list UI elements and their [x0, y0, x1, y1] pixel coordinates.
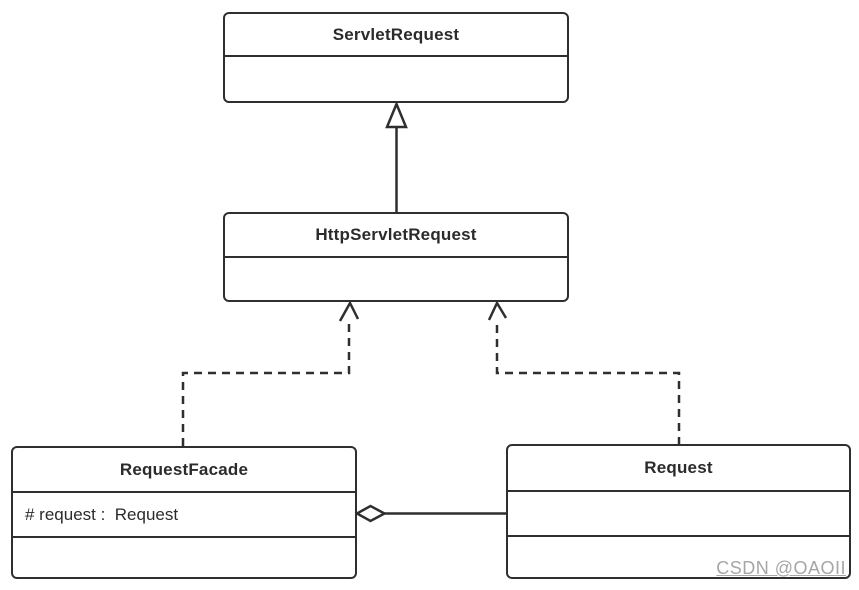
- class-name: RequestFacade: [13, 448, 355, 493]
- open-arrowhead-icon: [487, 300, 508, 321]
- watermark: CSDN @OAOII: [716, 558, 846, 578]
- class-box-servletrequest: ServletRequest: [223, 12, 569, 103]
- realization-arrow-requestfacade-to-httpservletrequest: [181, 300, 360, 446]
- class-name: Request: [508, 446, 849, 492]
- operations-compartment: [13, 538, 355, 577]
- realization-arrow-request-to-httpservletrequest: [487, 300, 681, 445]
- class-name: HttpServletRequest: [225, 214, 567, 258]
- attribute-request: # request : Request: [13, 493, 355, 538]
- generalization-arrow-httpservletrequest-to-servletrequest: [385, 100, 408, 212]
- class-box-request: Request: [506, 444, 851, 579]
- attributes-compartment: [225, 258, 567, 300]
- class-box-httpservletrequest: HttpServletRequest: [223, 212, 569, 302]
- attributes-compartment: [508, 492, 849, 537]
- class-box-requestfacade: RequestFacade # request : Request: [11, 446, 357, 579]
- open-arrowhead-icon: [338, 300, 360, 322]
- attributes-compartment: [225, 57, 567, 101]
- aggregation-link-requestfacade-to-request: [354, 504, 508, 523]
- hollow-triangle-icon: [385, 100, 408, 129]
- class-name: ServletRequest: [225, 14, 567, 57]
- hollow-diamond-icon: [354, 504, 388, 523]
